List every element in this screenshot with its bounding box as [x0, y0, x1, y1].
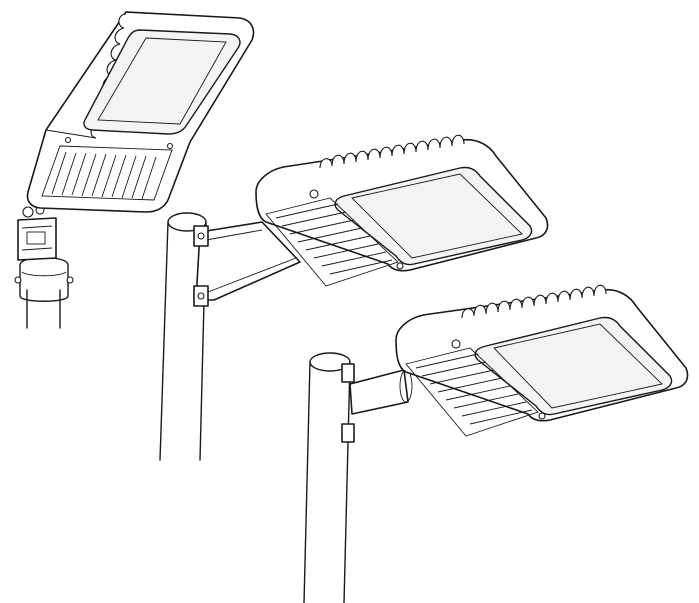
tenon-arm-3	[349, 369, 413, 415]
housing-3	[395, 284, 689, 437]
slipfitter-1	[17, 205, 57, 261]
fixture-slipfitter-mount	[14, 11, 255, 329]
louvers-1	[51, 151, 157, 200]
fixture-arm-mount	[159, 134, 549, 461]
louvers-3	[415, 353, 533, 425]
housing-1	[26, 11, 255, 213]
housing-2	[255, 134, 549, 287]
pole-3	[303, 352, 355, 603]
louvers-2	[275, 203, 393, 275]
pole-1	[14, 256, 74, 329]
fixture-tenon-mount	[303, 284, 689, 603]
arm-2	[193, 221, 301, 307]
